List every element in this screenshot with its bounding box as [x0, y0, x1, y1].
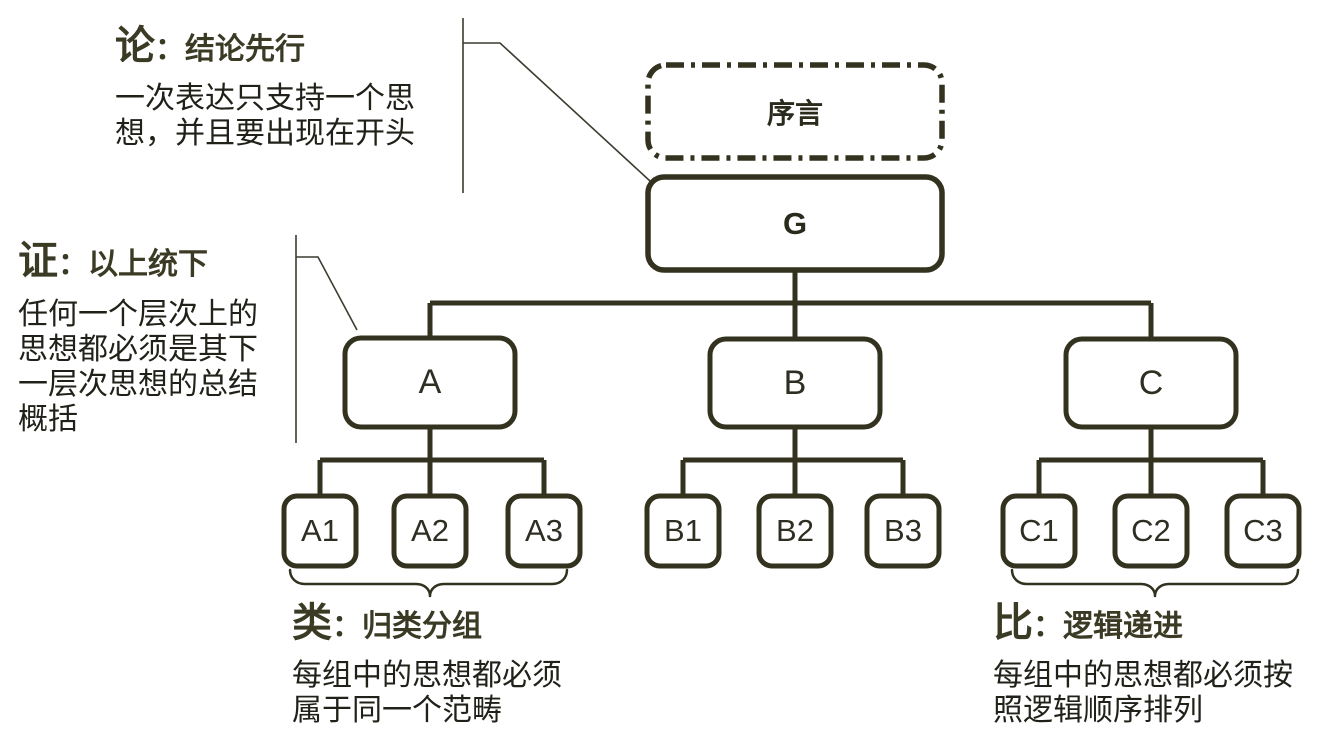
annotation-support-line: 一层次思想的总结: [18, 368, 258, 401]
annotation-conclusion: 论：结论先行 一次表达只支持一个思 想，并且要出现在开头: [115, 22, 415, 151]
node-c2-label: C2: [1131, 513, 1171, 548]
annotation-support-keyword: 证: [18, 239, 58, 283]
annotation-order: 比：逻辑递进 每组中的思想都必须按 照逻辑顺序排列: [993, 599, 1293, 728]
node-b-outline: [707, 336, 883, 430]
brace-group-c: [1010, 568, 1300, 598]
node-c3-outline: [1224, 493, 1302, 569]
annotation-order-title: 比：逻辑递进: [993, 599, 1293, 656]
annotation-grouping-line: 属于同一个范畴: [292, 694, 502, 727]
annotation-order-line: 照逻辑顺序排列: [993, 694, 1203, 727]
annotation-conclusion-title: 论：结论先行: [115, 22, 415, 79]
annotation-order-subtitle: ：逻辑递进: [1033, 610, 1183, 643]
annotation-grouping-title: 类：归类分组: [292, 599, 562, 656]
annotation-support-line: 概括: [18, 403, 78, 436]
annotation-grouping-keyword: 类: [292, 601, 332, 645]
node-preface-outline: [645, 62, 945, 161]
node-b2-outline: [756, 493, 834, 569]
annotation-grouping-subtitle: ：归类分组: [332, 610, 482, 643]
callout-line-conclusion: [462, 18, 651, 193]
annotation-order-line: 每组中的思想都必须按: [993, 659, 1293, 692]
node-c1-outline: [1000, 493, 1078, 569]
node-c3-label: C3: [1243, 513, 1283, 548]
annotation-support: 证：以上统下 任何一个层次上的 思想都必须是其下 一层次思想的总结 概括: [18, 237, 258, 437]
annotation-conclusion-keyword: 论: [115, 24, 155, 68]
node-a1-label: A1: [301, 513, 339, 548]
annotation-conclusion-line: 想，并且要出现在开头: [115, 117, 415, 150]
node-a3-label: A3: [525, 513, 563, 548]
annotation-conclusion-subtitle: ：结论先行: [155, 33, 305, 66]
brace-group-a: [288, 568, 569, 598]
callout-line-support: [295, 235, 358, 443]
node-root-label: G: [782, 205, 808, 241]
annotation-order-keyword: 比: [993, 601, 1033, 645]
node-a1-outline: [281, 493, 359, 569]
node-c-outline: [1063, 336, 1239, 430]
node-c1-label: C1: [1019, 513, 1059, 548]
node-c-label: C: [1138, 363, 1164, 402]
annotation-conclusion-line: 一次表达只支持一个思: [115, 82, 415, 115]
node-b-label: B: [783, 363, 807, 402]
node-preface-label: 序言: [766, 97, 823, 129]
node-a3-outline: [505, 493, 583, 569]
annotation-grouping-line: 每组中的思想都必须: [292, 659, 562, 692]
node-c2-outline: [1112, 493, 1190, 569]
connector-root-level2: [427, 270, 1154, 339]
annotation-support-line: 任何一个层次上的: [18, 298, 258, 331]
annotation-grouping: 类：归类分组 每组中的思想都必须 属于同一个范畴: [292, 599, 562, 728]
connector-group-a: [317, 427, 547, 496]
annotation-support-title: 证：以上统下: [18, 237, 258, 294]
connector-group-c: [1036, 427, 1266, 496]
node-a2-outline: [391, 493, 469, 569]
node-a2-label: A2: [411, 513, 449, 548]
node-b1-label: B1: [664, 513, 702, 548]
node-a-outline: [342, 335, 518, 430]
node-b3-outline: [864, 493, 942, 569]
node-root-outline: [645, 174, 945, 273]
connector-group-b: [680, 427, 906, 496]
annotation-support-subtitle: ：以上统下: [58, 248, 208, 281]
node-b2-label: B2: [776, 513, 814, 548]
node-b3-label: B3: [884, 513, 922, 548]
annotation-support-line: 思想都必须是其下: [18, 333, 258, 366]
node-a-label: A: [418, 363, 442, 401]
node-b1-outline: [644, 493, 722, 569]
